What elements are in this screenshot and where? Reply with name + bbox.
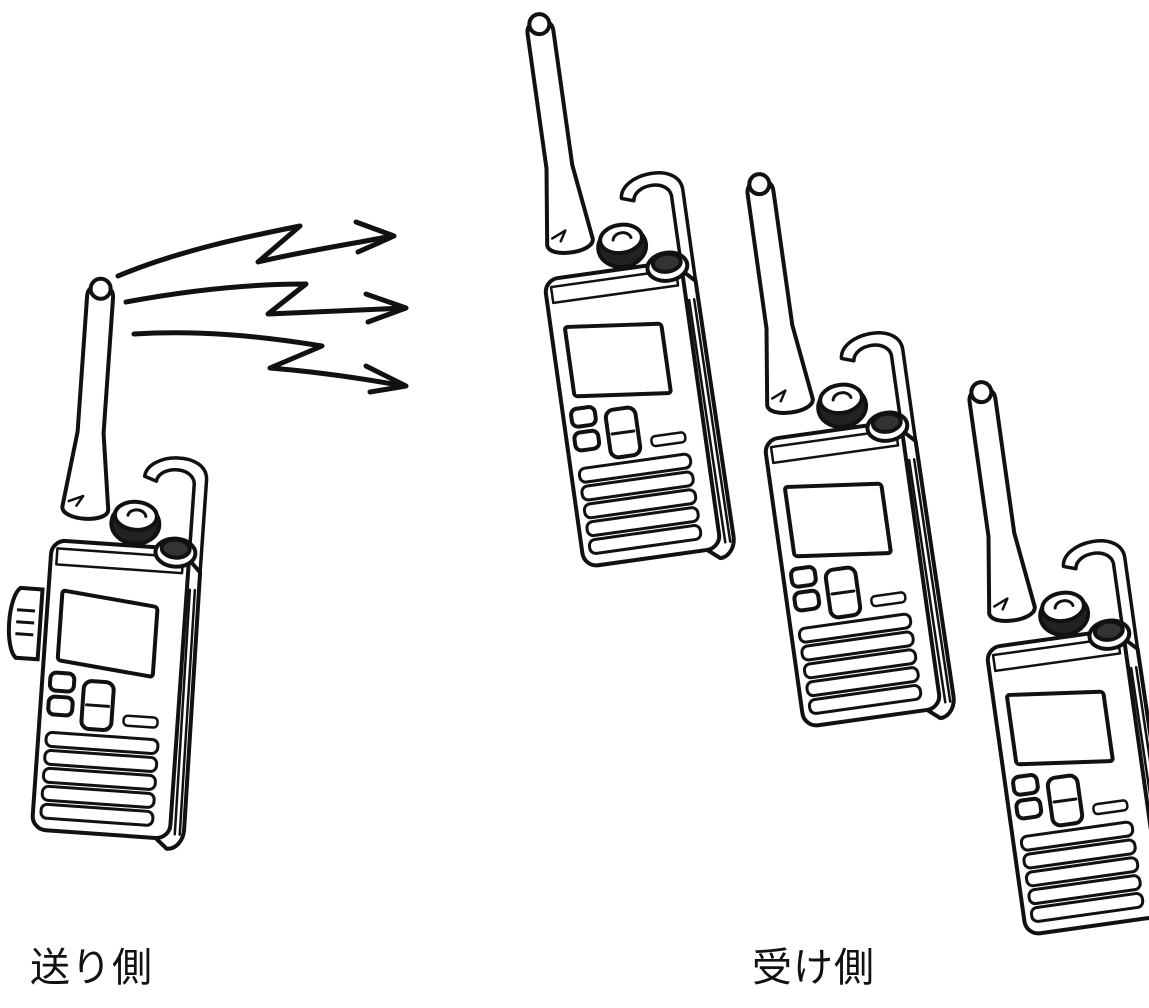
sender-label: 送り側 — [30, 948, 153, 988]
signal-arrow-icon — [134, 333, 406, 392]
receiver-radio-icon — [507, 0, 736, 577]
signal-arrow-icon — [118, 222, 394, 276]
signal-arrow-icon — [126, 284, 406, 322]
receiver-radio-icon — [727, 157, 956, 737]
receiver-label: 受け側 — [752, 948, 875, 988]
sender-radio-icon — [0, 274, 222, 850]
receiver-radio-icon — [949, 365, 1149, 945]
